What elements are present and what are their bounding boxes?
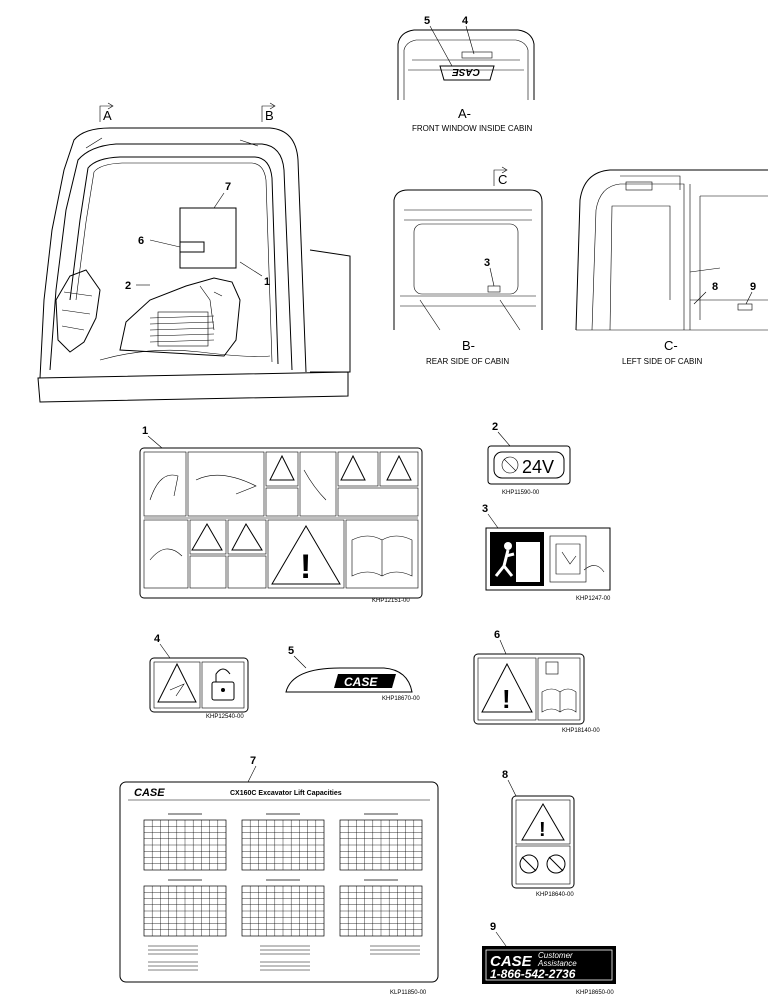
decal-8-callout: 8: [502, 769, 508, 781]
callout-8-view-c: 8: [712, 281, 718, 293]
callout-1-main: 1: [264, 276, 270, 288]
decal-5-pn: KHP18670-00: [382, 696, 420, 702]
lift-capacity-tables: [143, 813, 423, 971]
view-c-left-side: 8 9 C- LEFT SIDE OF CABIN: [575, 169, 768, 366]
decal-2: 2 24V KHP11590-00: [487, 421, 571, 496]
callout-4-view-a: 4: [462, 15, 469, 27]
lift-table-6: [339, 879, 423, 937]
decal-3-callout: 3: [482, 503, 488, 515]
decal-1: 1 ! KHP121: [139, 425, 423, 604]
decal-4-callout: 4: [154, 633, 161, 645]
view-marker-a: A: [99, 102, 114, 123]
callout-9-view-c: 9: [750, 281, 756, 293]
decal-6-warning-icon: !: [502, 684, 511, 714]
decal-6-callout: 6: [494, 629, 500, 641]
decal-5-callout: 5: [288, 645, 294, 657]
decal-7-pn: KLP11850-00: [390, 990, 427, 996]
view-b-title: B-: [462, 338, 475, 353]
callout-7-main: 7: [225, 181, 231, 193]
view-marker-a-label: A: [103, 108, 112, 123]
view-marker-b: B: [261, 102, 276, 123]
decal-8: 8 ! KHP18640-00: [502, 769, 575, 898]
decal-7-title: CX160C Excavator Lift Capacities: [230, 790, 342, 797]
view-b-rear-side: C 3 B- REAR SIDE OF CABIN: [393, 166, 543, 366]
decal-3: 3 KHP1247-00: [482, 503, 611, 602]
lift-table-5: [241, 879, 325, 937]
decal-7: 7 CASE CX160C Excavator Lift Capacities …: [119, 755, 439, 996]
decal-9-callout: 9: [490, 921, 496, 933]
decal-1-pn: KHP12151-00: [372, 598, 410, 604]
decal-2-voltage: 24V: [522, 457, 554, 477]
callout-2-main: 2: [125, 280, 131, 292]
decal-4: 4 KHP12540-00: [149, 633, 249, 720]
view-a-front-window: CASE 5 4 A- FRONT WINDOW INSIDE CABIN: [397, 15, 535, 133]
decal-6-location: [179, 241, 205, 253]
decal-8-pn: KHP18640-00: [536, 892, 574, 898]
view-c-title: C-: [664, 338, 678, 353]
decal-2-callout: 2: [492, 421, 498, 433]
decal-9-pn: KHP18650-00: [576, 990, 614, 996]
view-c-caption: LEFT SIDE OF CABIN: [622, 357, 703, 366]
decal-9-logo: CASE: [490, 953, 533, 970]
decal-7-location: [179, 207, 237, 269]
lift-table-4: [143, 879, 227, 937]
main-cab-view: A B: [37, 102, 351, 403]
decal-7-logo: CASE: [134, 787, 165, 799]
decal-4-pn: KHP12540-00: [206, 714, 244, 720]
view-a-title: A-: [458, 106, 471, 121]
callout-3-view-b: 3: [484, 257, 490, 269]
decal-9-line1: Customer: [538, 951, 573, 960]
decal-6-pn: KHP18140-00: [562, 728, 600, 734]
view-b-caption: REAR SIDE OF CABIN: [426, 357, 509, 366]
view-a-caption: FRONT WINDOW INSIDE CABIN: [412, 124, 533, 133]
callout-6-main: 6: [138, 235, 144, 247]
lift-table-3: [339, 813, 423, 871]
decal-1-warning-icon: !: [300, 548, 311, 586]
view-a-logo: CASE: [452, 66, 480, 77]
decal-9-phone: 1-866-542-2736: [490, 967, 576, 981]
decal-5-logo: CASE: [344, 675, 378, 689]
callout-5-view-a: 5: [424, 15, 430, 27]
decal-5: 5 CASE KHP18670-00: [285, 645, 420, 702]
lift-table-1: [143, 813, 227, 871]
view-marker-c: C: [498, 172, 507, 187]
decal-9: 9 CASE Customer Assistance 1-866-542-273…: [482, 921, 616, 996]
view-marker-b-label: B: [265, 108, 274, 123]
decal-7-callout: 7: [250, 755, 256, 767]
decal-2-pn: KHP11590-00: [502, 490, 540, 496]
decal-8-warning-icon: !: [539, 819, 546, 841]
decal-1-callout: 1: [142, 425, 148, 437]
decal-9-line2: Assistance: [537, 959, 577, 968]
lift-table-2: [241, 813, 325, 871]
decal-6: 6 ! KHP18140-00: [473, 629, 600, 734]
decal-3-pn: KHP1247-00: [576, 596, 611, 602]
